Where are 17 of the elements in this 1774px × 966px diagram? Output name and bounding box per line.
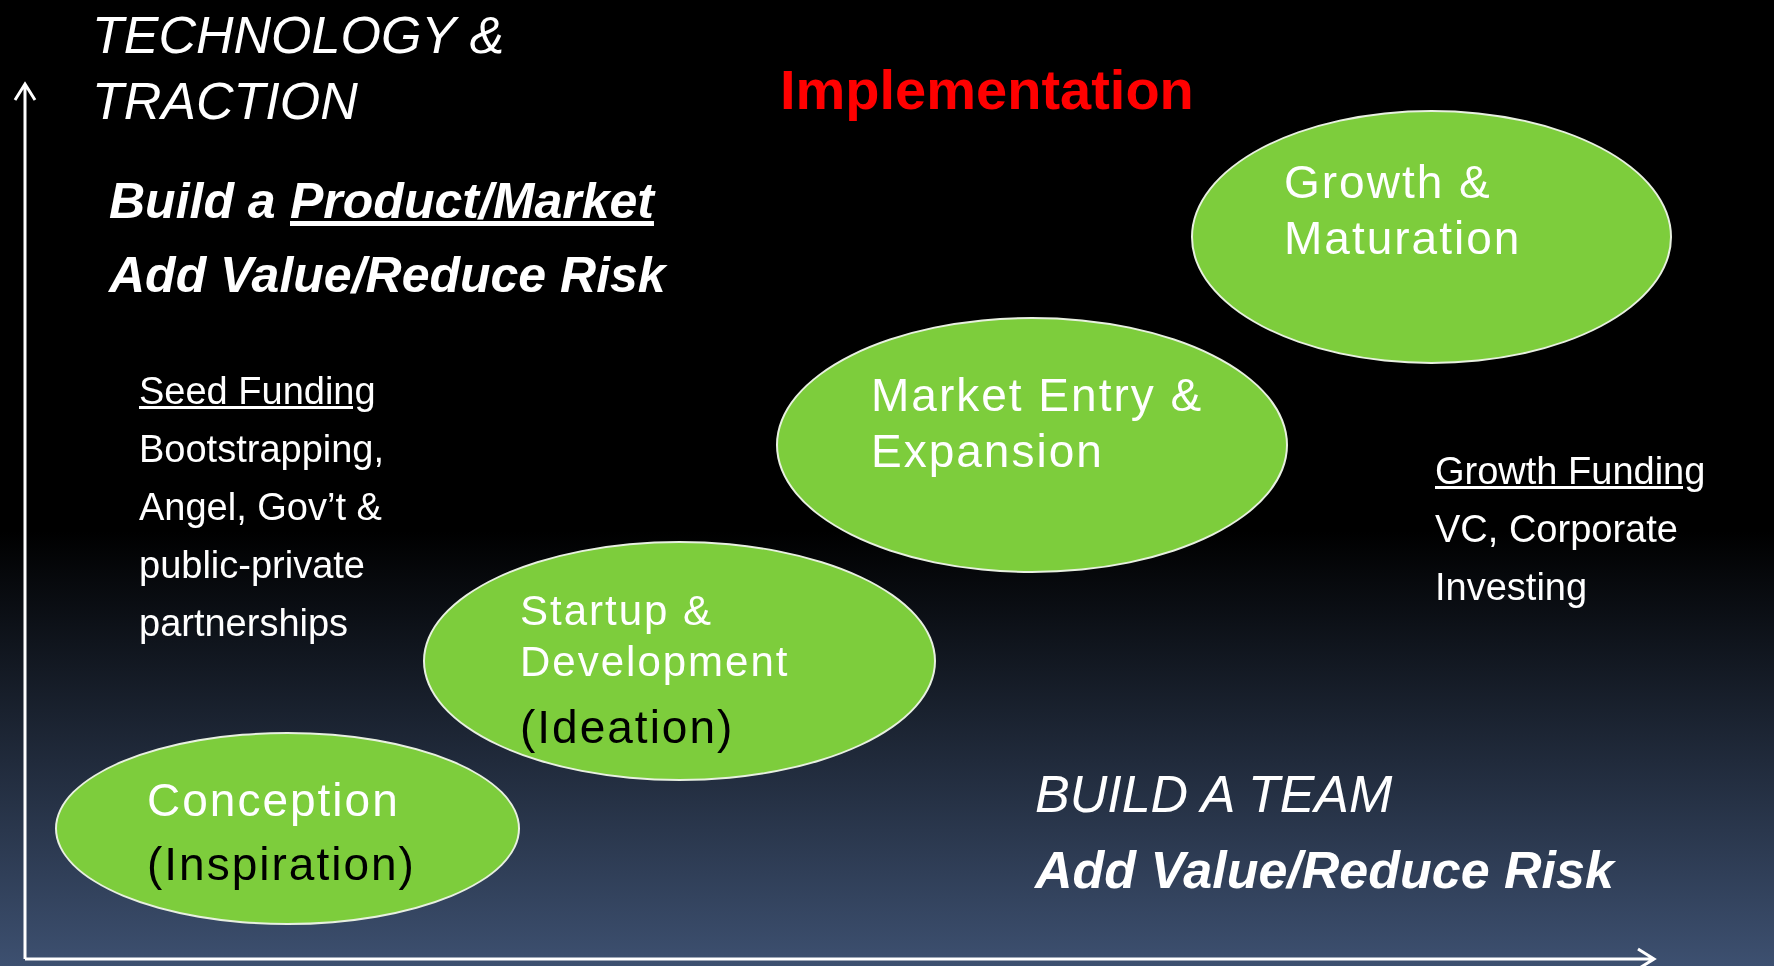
funding-text: Bootstrapping, Angel, Gov’t & public-private partnerships: [139, 427, 386, 646]
funding-text: VC, Corporate Investing: [1435, 507, 1679, 610]
stage-label: Conception: [147, 773, 401, 828]
stage-label: (Inspiration): [147, 837, 417, 892]
stage-label: Growth & Maturation: [1284, 155, 1523, 267]
stage-label: (Ideation): [520, 700, 736, 755]
goal-text: Add Value/Reduce Risk: [109, 246, 669, 305]
goal-text: Build a: [109, 172, 276, 231]
funding-heading: Seed Funding: [139, 369, 377, 414]
goal-text: Add Value/Reduce Risk: [1035, 840, 1617, 901]
phase-heading: Implementation: [780, 57, 1195, 123]
stage-label: Market Entry & Expansion: [871, 368, 1205, 480]
axis-title: TECHNOLOGY & TRACTION: [92, 5, 506, 132]
funding-heading: Growth Funding: [1435, 449, 1707, 494]
goal-text: Product/Market: [290, 172, 654, 231]
team-heading: BUILD A TEAM: [1035, 764, 1394, 825]
stage-label: Startup & Development: [520, 586, 791, 688]
